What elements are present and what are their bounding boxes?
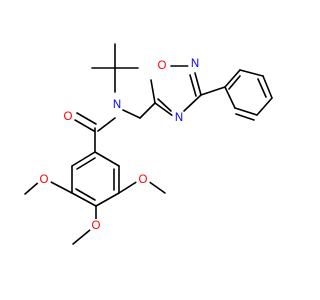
atom-label-o: O xyxy=(64,111,73,123)
atom-carbonyl-oxygen: O xyxy=(61,110,75,124)
bond-ring-methoxy-right xyxy=(118,180,139,194)
bond-carbonyl-double-2 xyxy=(74,119,95,132)
atom-label-n: N xyxy=(191,58,199,70)
bond-methoxy-bottom-methyl xyxy=(72,229,91,245)
atom-bg xyxy=(110,98,124,112)
bond-phenyl-1 xyxy=(224,86,236,109)
atom-label-o: O xyxy=(139,174,148,186)
atom-methoxy-oxygen-right: O xyxy=(136,173,150,187)
molecule-structure-diagram: O N O N N O O O xyxy=(24,43,273,245)
bond-benzene-6 xyxy=(71,151,96,167)
bond-phenyl-2-inner xyxy=(235,113,255,121)
bond-benzene-3 xyxy=(95,192,120,207)
bond-phenyl-4-inner xyxy=(257,78,267,98)
atom-bg xyxy=(155,59,169,73)
bond-oxadiazole-n2-c3-inner xyxy=(189,74,197,97)
atom-ring-nitrogen-top: N xyxy=(188,57,202,71)
bond-n-methylene xyxy=(122,109,141,119)
atom-bg xyxy=(136,173,150,187)
bond-phenyl-3 xyxy=(256,97,273,116)
bond-oxadiazole-c5-o1 xyxy=(150,79,156,104)
bond-oxadiazole-c3-n4 xyxy=(183,94,202,112)
bond-ring-methoxy-left xyxy=(48,180,73,194)
bond-oxadiazole-phenyl xyxy=(200,86,226,96)
bond-phenyl-5 xyxy=(239,69,264,77)
bond-phenyl-2 xyxy=(234,107,258,116)
atom-ring-nitrogen-bottom: N xyxy=(172,111,186,125)
bond-benzene-6-inner xyxy=(76,157,96,170)
bond-oxadiazole-n4-c5-inner xyxy=(157,98,172,112)
bond-benzene-4-inner xyxy=(75,188,96,201)
atom-label-o: O xyxy=(92,220,101,232)
bond-oxadiazole-n2-c3 xyxy=(194,72,202,96)
molecule-svg: O N O N N O O O xyxy=(24,43,273,245)
bond-oxadiazole-n4-c5 xyxy=(154,102,174,117)
atom-bg xyxy=(89,219,103,233)
atom-ring-oxygen: O xyxy=(155,59,169,73)
atom-bg xyxy=(172,111,186,125)
atom-methoxy-oxygen-bottom: O xyxy=(89,219,103,233)
atom-label-n: N xyxy=(175,112,183,124)
atom-label-n: N xyxy=(113,99,121,111)
atom-methoxy-oxygen-left: O xyxy=(37,173,51,187)
bond-benzene-1 xyxy=(94,151,120,167)
bond-phenyl-4 xyxy=(262,75,273,99)
bond-carbonyl-double-1 xyxy=(76,112,97,125)
bond-methylene-oxadiazole xyxy=(139,102,156,119)
atom-label-o: O xyxy=(158,60,167,72)
bond-methoxy-right-methyl xyxy=(147,180,166,194)
atom-bg xyxy=(188,57,202,71)
atom-amide-nitrogen: N xyxy=(110,98,124,112)
atom-label-o: O xyxy=(40,174,49,186)
bond-phenyl-6-inner xyxy=(228,75,241,90)
atom-bg xyxy=(37,173,51,187)
bond-methoxy-left-methyl xyxy=(24,180,41,195)
bond-phenyl-6 xyxy=(224,69,241,88)
bond-benzene-4 xyxy=(71,192,97,207)
atom-bg xyxy=(61,110,75,124)
bond-n-carbonyl-carbon xyxy=(97,117,116,132)
